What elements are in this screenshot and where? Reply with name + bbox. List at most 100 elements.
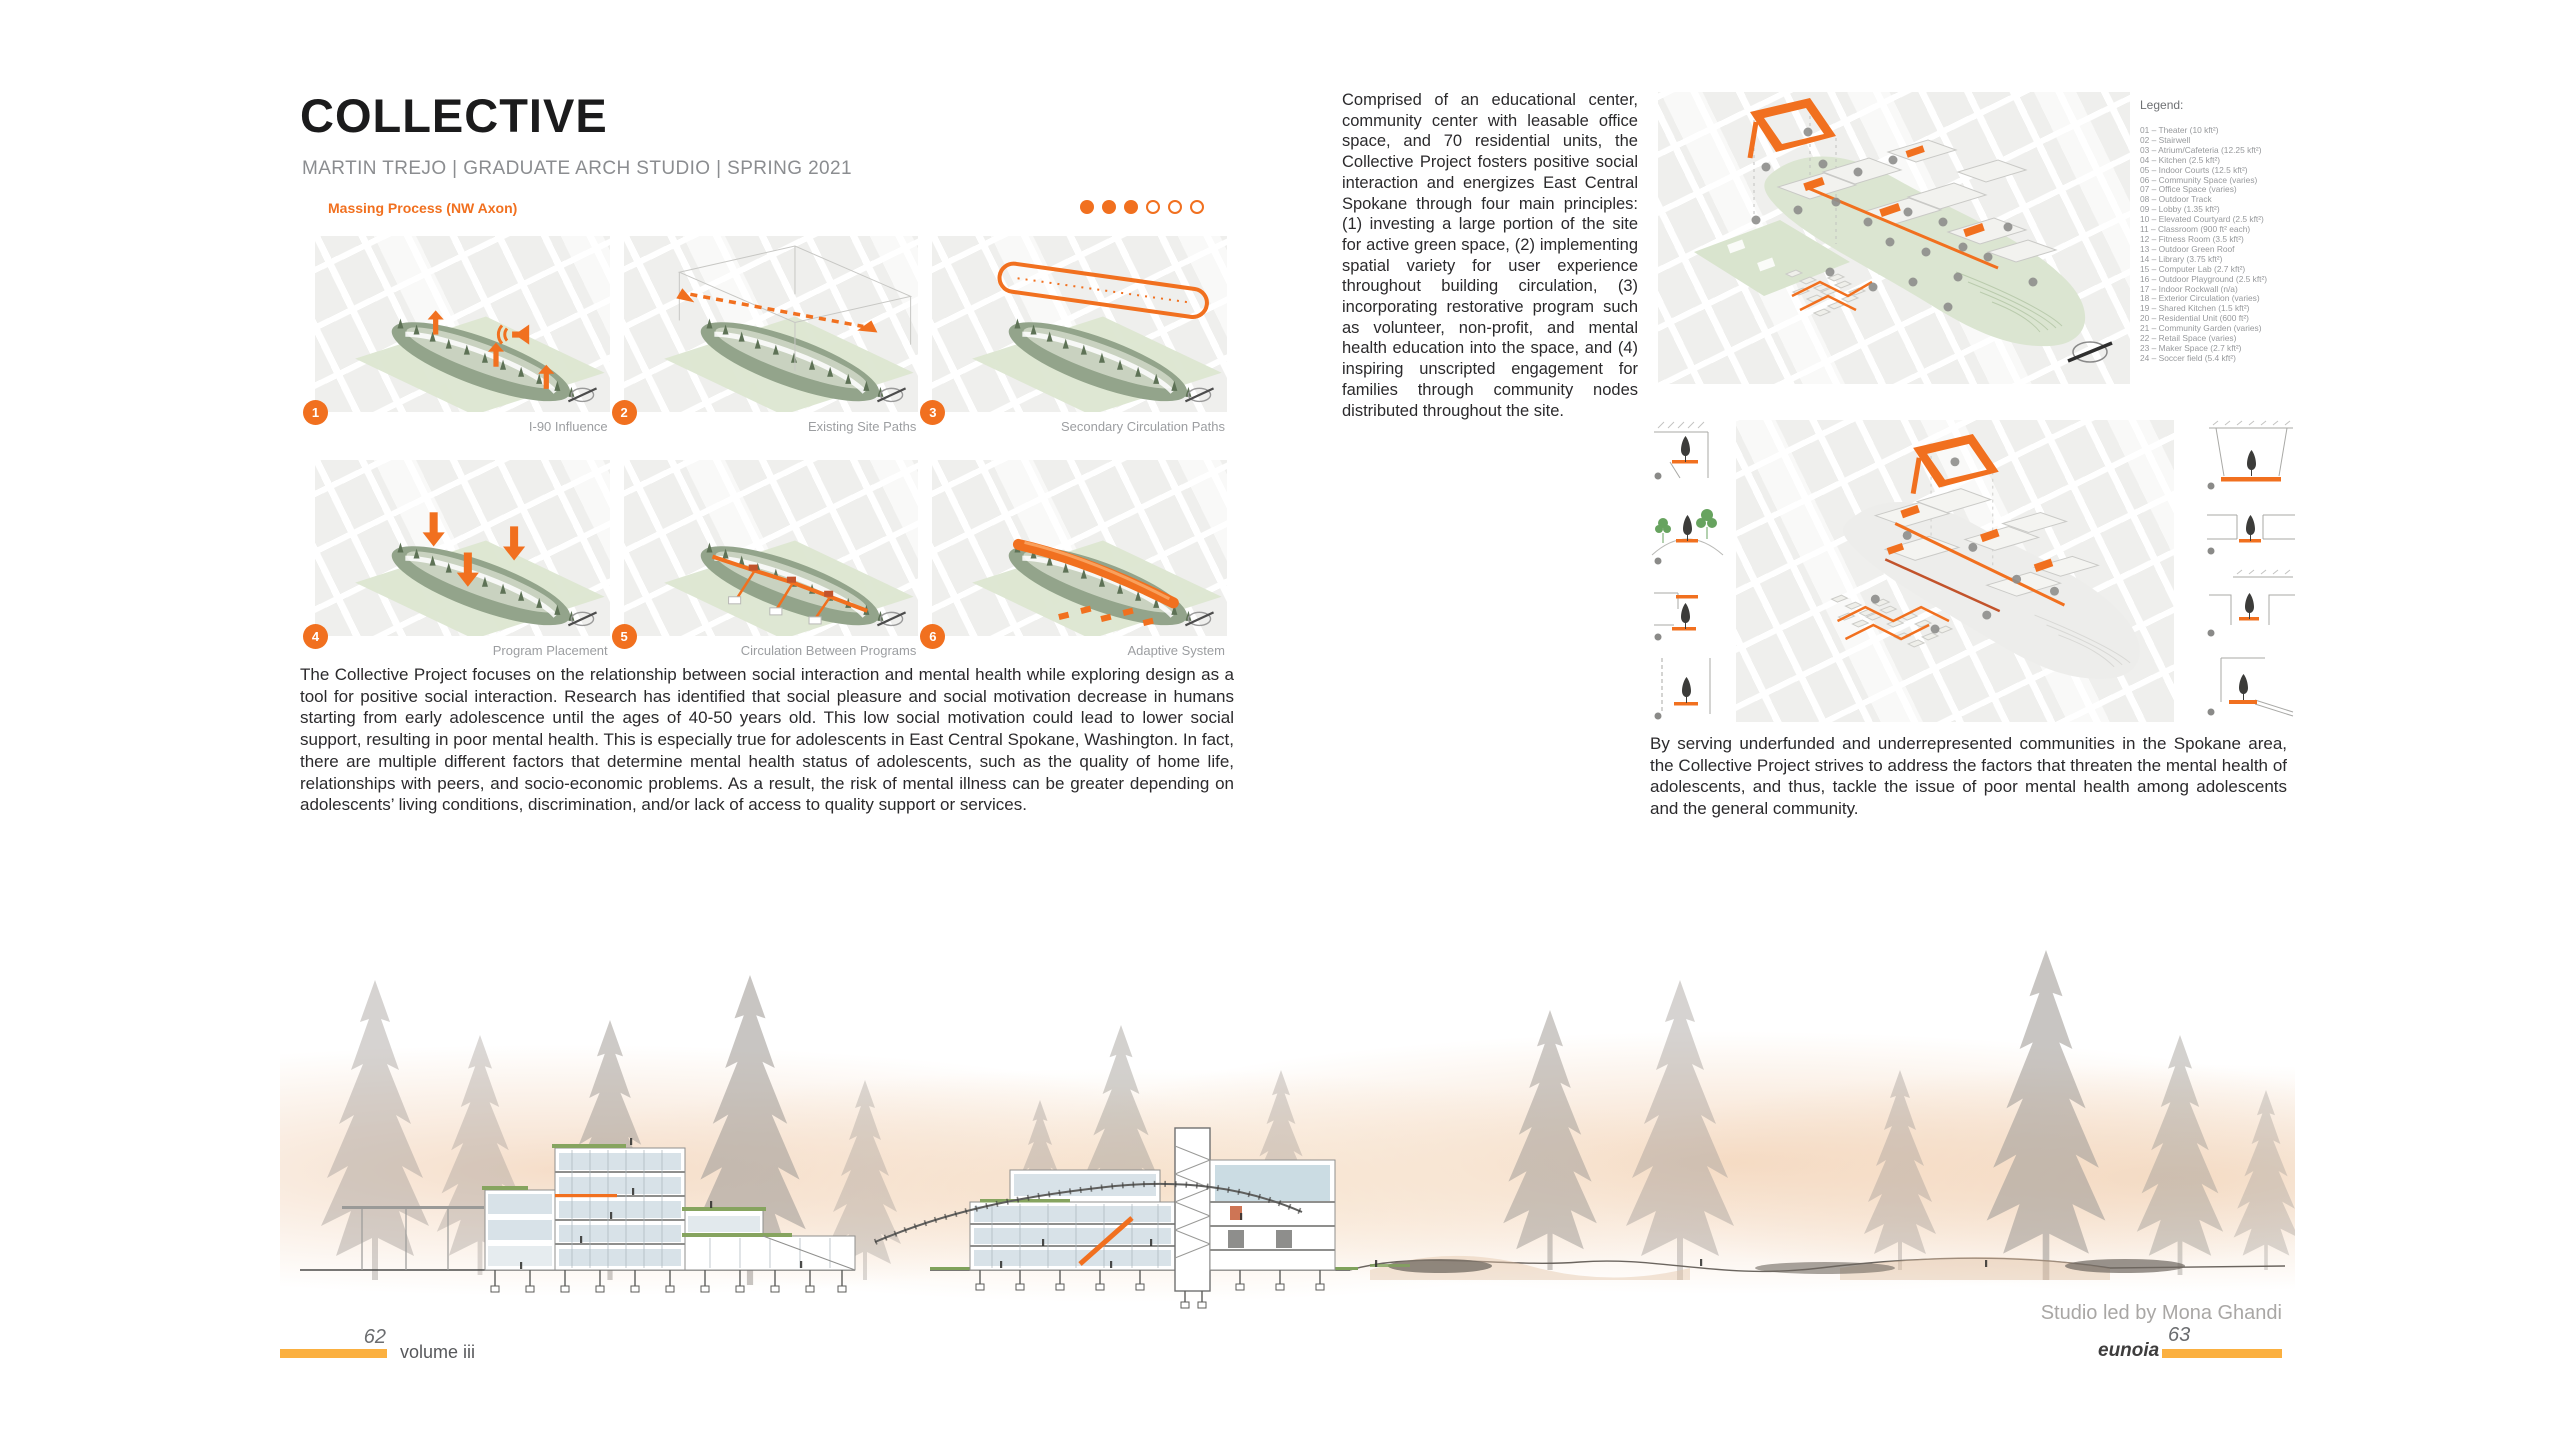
section-illustration bbox=[300, 950, 2295, 1309]
panel-map bbox=[932, 460, 1227, 636]
legend-item: 19 – Shared Kitchen (1.5 kft²) bbox=[2140, 303, 2250, 314]
speaker-icon bbox=[496, 324, 530, 345]
panel-caption: I-90 Influence bbox=[528, 419, 608, 434]
massing-panel: 1 I-90 Influence bbox=[303, 236, 610, 434]
section-vignette bbox=[2203, 569, 2298, 641]
legend-item: 02 – Stairwell bbox=[2140, 134, 2191, 145]
author-line: MARTIN TREJO | GRADUATE ARCH STUDIO | SP… bbox=[302, 158, 852, 179]
compass-icon bbox=[2067, 341, 2113, 363]
legend-item: 03 – Atrium/Cafeteria (12.25 kft²) bbox=[2140, 144, 2262, 155]
legend-item: 01 – Theater (10 kft²) bbox=[2140, 125, 2219, 135]
legend-item: 07 – Office Space (varies) bbox=[2140, 184, 2237, 195]
vignette-illustration bbox=[1651, 509, 1724, 565]
vignette-illustration bbox=[2207, 569, 2295, 637]
intro-paragraph: Comprised of an educational center, comm… bbox=[1342, 91, 1638, 420]
roof-ring-icon bbox=[1747, 98, 1836, 159]
panel-number-badge: 4 bbox=[303, 624, 328, 649]
page-title: COLLECTIVE bbox=[300, 89, 608, 142]
panel-5-illustration bbox=[663, 460, 914, 636]
panel-number-badge: 5 bbox=[611, 624, 637, 649]
legend-item: 24 – Soccer field (5.4 kft²) bbox=[2140, 352, 2236, 363]
exploded-axon-bottom-illustration bbox=[1830, 433, 2140, 679]
legend-item: 18 – Exterior Circulation (varies) bbox=[2140, 293, 2260, 304]
legend-item: 13 – Outdoor Green Roof bbox=[2140, 243, 2235, 254]
legend-item: 14 – Library (3.75 kft²) bbox=[2140, 253, 2223, 264]
progress-dot-filled-icon bbox=[1102, 200, 1116, 214]
exploded-axon-bottom bbox=[1735, 420, 2174, 722]
legend-item: 16 – Outdoor Playground (2.5 kft²) bbox=[2140, 273, 2268, 284]
legend-item: 17 – Indoor Rockwall (n/a) bbox=[2140, 283, 2238, 294]
vignette-illustration bbox=[1654, 657, 1711, 720]
legend-item: 15 – Computer Lab (2.7 kft²) bbox=[2140, 263, 2246, 274]
circulation-axon-block bbox=[1650, 420, 2298, 722]
massing-panel: 5 Circulation Between Programs bbox=[611, 460, 919, 658]
legend-item: 04 – Kitchen (2.5 kft²) bbox=[2140, 154, 2221, 165]
section-vignette bbox=[1650, 420, 1728, 490]
panel-caption: Program Placement bbox=[492, 643, 608, 658]
vignette-illustration bbox=[2207, 420, 2293, 490]
outro-paragraph: By serving underfunded and underrepresen… bbox=[1650, 734, 2287, 819]
studio-credit: Studio led by Mona Ghandi bbox=[2040, 1302, 2282, 1324]
vignette-illustration bbox=[2207, 657, 2294, 717]
dashed-arrow-icon bbox=[675, 288, 878, 333]
section-vignette bbox=[2203, 501, 2298, 561]
progress-dot-filled-icon bbox=[1080, 200, 1094, 214]
panel-number-badge: 3 bbox=[920, 400, 946, 425]
process-label: Massing Process (NW Axon) bbox=[328, 200, 518, 216]
legend-item: 08 – Outdoor Track bbox=[2140, 194, 2212, 205]
panel-map bbox=[623, 460, 919, 636]
loop-path-icon bbox=[997, 261, 1210, 320]
legend-item: 23 – Maker Space (2.7 kft²) bbox=[2140, 342, 2242, 353]
legend-item: 09 – Lobby (1.35 kft²) bbox=[2140, 204, 2220, 215]
massing-process-grid: 1 I-90 Influence 2 Existing Site Pa bbox=[303, 236, 1227, 658]
publication-name: eunoia bbox=[2098, 1340, 2160, 1361]
panel-number-badge: 1 bbox=[303, 400, 328, 425]
project-description-paragraph: The Collective Project focuses on the re… bbox=[300, 665, 1234, 815]
progress-dot-empty-icon bbox=[1190, 200, 1204, 214]
legend-item: 10 – Elevated Courtyard (2.5 kft²) bbox=[2140, 214, 2264, 225]
panel-6-illustration bbox=[972, 460, 1222, 636]
progress-dot-filled-icon bbox=[1124, 200, 1138, 214]
massing-panel: 4 Program Placement bbox=[303, 460, 610, 658]
panel-map bbox=[932, 236, 1227, 412]
legend-item: 21 – Community Garden (varies) bbox=[2140, 323, 2262, 334]
panel-map bbox=[315, 236, 610, 412]
legend-item: 05 – Indoor Courts (12.5 kft²) bbox=[2140, 164, 2248, 175]
progress-dot-empty-icon bbox=[1146, 200, 1160, 214]
footer-bar-left bbox=[280, 1349, 387, 1358]
vignette-illustration bbox=[1654, 421, 1709, 480]
legend-item: 20 – Residential Unit (600 ft²) bbox=[2140, 313, 2249, 324]
progress-dots bbox=[1080, 200, 1204, 214]
legend-title: Legend: bbox=[2140, 98, 2184, 112]
legend-item: 06 – Community Space (varies) bbox=[2140, 174, 2258, 185]
panel-2-illustration bbox=[663, 245, 914, 412]
roof-ring-icon bbox=[1910, 433, 1999, 495]
legend: Legend: 01 – Theater (10 kft²) 02 – Stai… bbox=[2140, 98, 2298, 364]
panel-map bbox=[623, 236, 919, 412]
progress-dot-empty-icon bbox=[1168, 200, 1182, 214]
building-section-drawing bbox=[280, 950, 2295, 1330]
massing-panel: 6 Adaptive System bbox=[920, 460, 1227, 658]
section-vignette bbox=[1650, 652, 1728, 722]
section-vignettes-right bbox=[2182, 420, 2298, 722]
section-vignette bbox=[2203, 650, 2298, 722]
panel-1-illustration bbox=[355, 236, 605, 412]
massing-panel: 2 Existing Site Paths bbox=[611, 236, 919, 434]
panel-caption: Adaptive System bbox=[1127, 643, 1225, 658]
legend-item: 22 – Retail Space (varies) bbox=[2140, 333, 2237, 344]
exploded-axon-top bbox=[1658, 92, 2130, 384]
vignette-illustration bbox=[2207, 514, 2295, 555]
page-number-right: 63 bbox=[2168, 1324, 2191, 1346]
volume-label: volume iii bbox=[400, 1342, 476, 1362]
footer-bar-right bbox=[2162, 1349, 2282, 1358]
panel-caption: Circulation Between Programs bbox=[740, 643, 917, 658]
panel-4-illustration bbox=[355, 512, 605, 636]
exploded-axon-top-illustration bbox=[1694, 98, 2113, 363]
legend-item: 12 – Fitness Room (3.5 kft²) bbox=[2140, 233, 2244, 244]
massing-panel: 3 Secondary Circulation Paths bbox=[920, 236, 1227, 434]
panel-3-illustration bbox=[972, 261, 1222, 412]
panel-number-badge: 2 bbox=[611, 400, 637, 425]
legend-item: 11 – Classroom (900 ft² each) bbox=[2140, 224, 2251, 235]
section-vignettes-left bbox=[1650, 420, 1728, 722]
